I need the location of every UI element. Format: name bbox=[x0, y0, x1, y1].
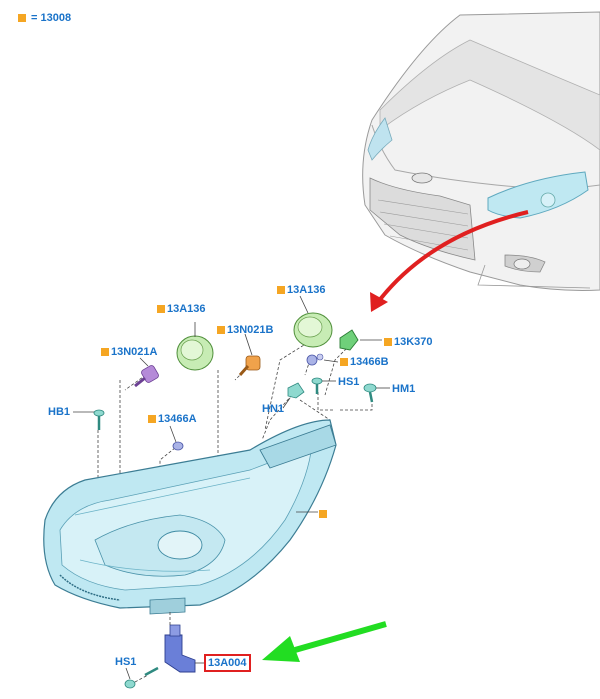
marker-13n021a bbox=[101, 348, 109, 356]
legend-text: = 13008 bbox=[31, 12, 72, 24]
bulb-13466b bbox=[306, 353, 324, 366]
label-13n021b: 13N021B bbox=[227, 324, 274, 336]
label-13466b: 13466B bbox=[350, 356, 389, 368]
screw-hs1-top bbox=[311, 377, 323, 394]
marker-13k370 bbox=[384, 338, 392, 346]
headlamp-assembly bbox=[43, 419, 337, 615]
bracket-13a004 bbox=[164, 612, 196, 673]
screw-hs1-bottom bbox=[124, 666, 159, 689]
marker-13n021b bbox=[217, 326, 225, 334]
marker-13466a bbox=[148, 415, 156, 423]
label-hm1: HM1 bbox=[392, 383, 416, 395]
legend-marker-square bbox=[18, 14, 26, 22]
label-13a136-left: 13A136 bbox=[167, 303, 206, 315]
nut-hn1 bbox=[287, 382, 305, 399]
label-13k370: 13K370 bbox=[394, 336, 433, 348]
label-13a136-right: 13A136 bbox=[287, 284, 326, 296]
label-hs1-bottom: HS1 bbox=[115, 656, 137, 668]
red-location-arrow bbox=[370, 210, 529, 312]
label-hs1-top: HS1 bbox=[338, 376, 360, 388]
marker-headlamp bbox=[319, 510, 327, 518]
screw-hb1 bbox=[93, 409, 105, 430]
bulb-13n021a bbox=[134, 365, 159, 388]
label-13466a: 13466A bbox=[158, 413, 197, 425]
label-hb1: HB1 bbox=[48, 406, 71, 418]
label-13a004-highlighted: 13A004 bbox=[204, 654, 251, 672]
marker-13a136-right bbox=[277, 286, 285, 294]
label-hn1: HN1 bbox=[262, 403, 285, 415]
screw-hm1 bbox=[363, 383, 377, 403]
label-13n021a: 13N021A bbox=[111, 346, 158, 358]
connector-13k370 bbox=[339, 329, 359, 351]
dust-cap-13a136-right bbox=[293, 312, 333, 348]
bulb-13466a bbox=[172, 441, 184, 451]
green-highlight-arrow bbox=[262, 621, 387, 662]
bulb-13n021b bbox=[238, 355, 261, 376]
marker-13a136-left bbox=[157, 305, 165, 313]
label-leader-lines bbox=[73, 295, 390, 680]
marker-13466b bbox=[340, 358, 348, 366]
dust-cap-13a136-left bbox=[176, 335, 214, 371]
car-front-illustration bbox=[362, 11, 600, 291]
